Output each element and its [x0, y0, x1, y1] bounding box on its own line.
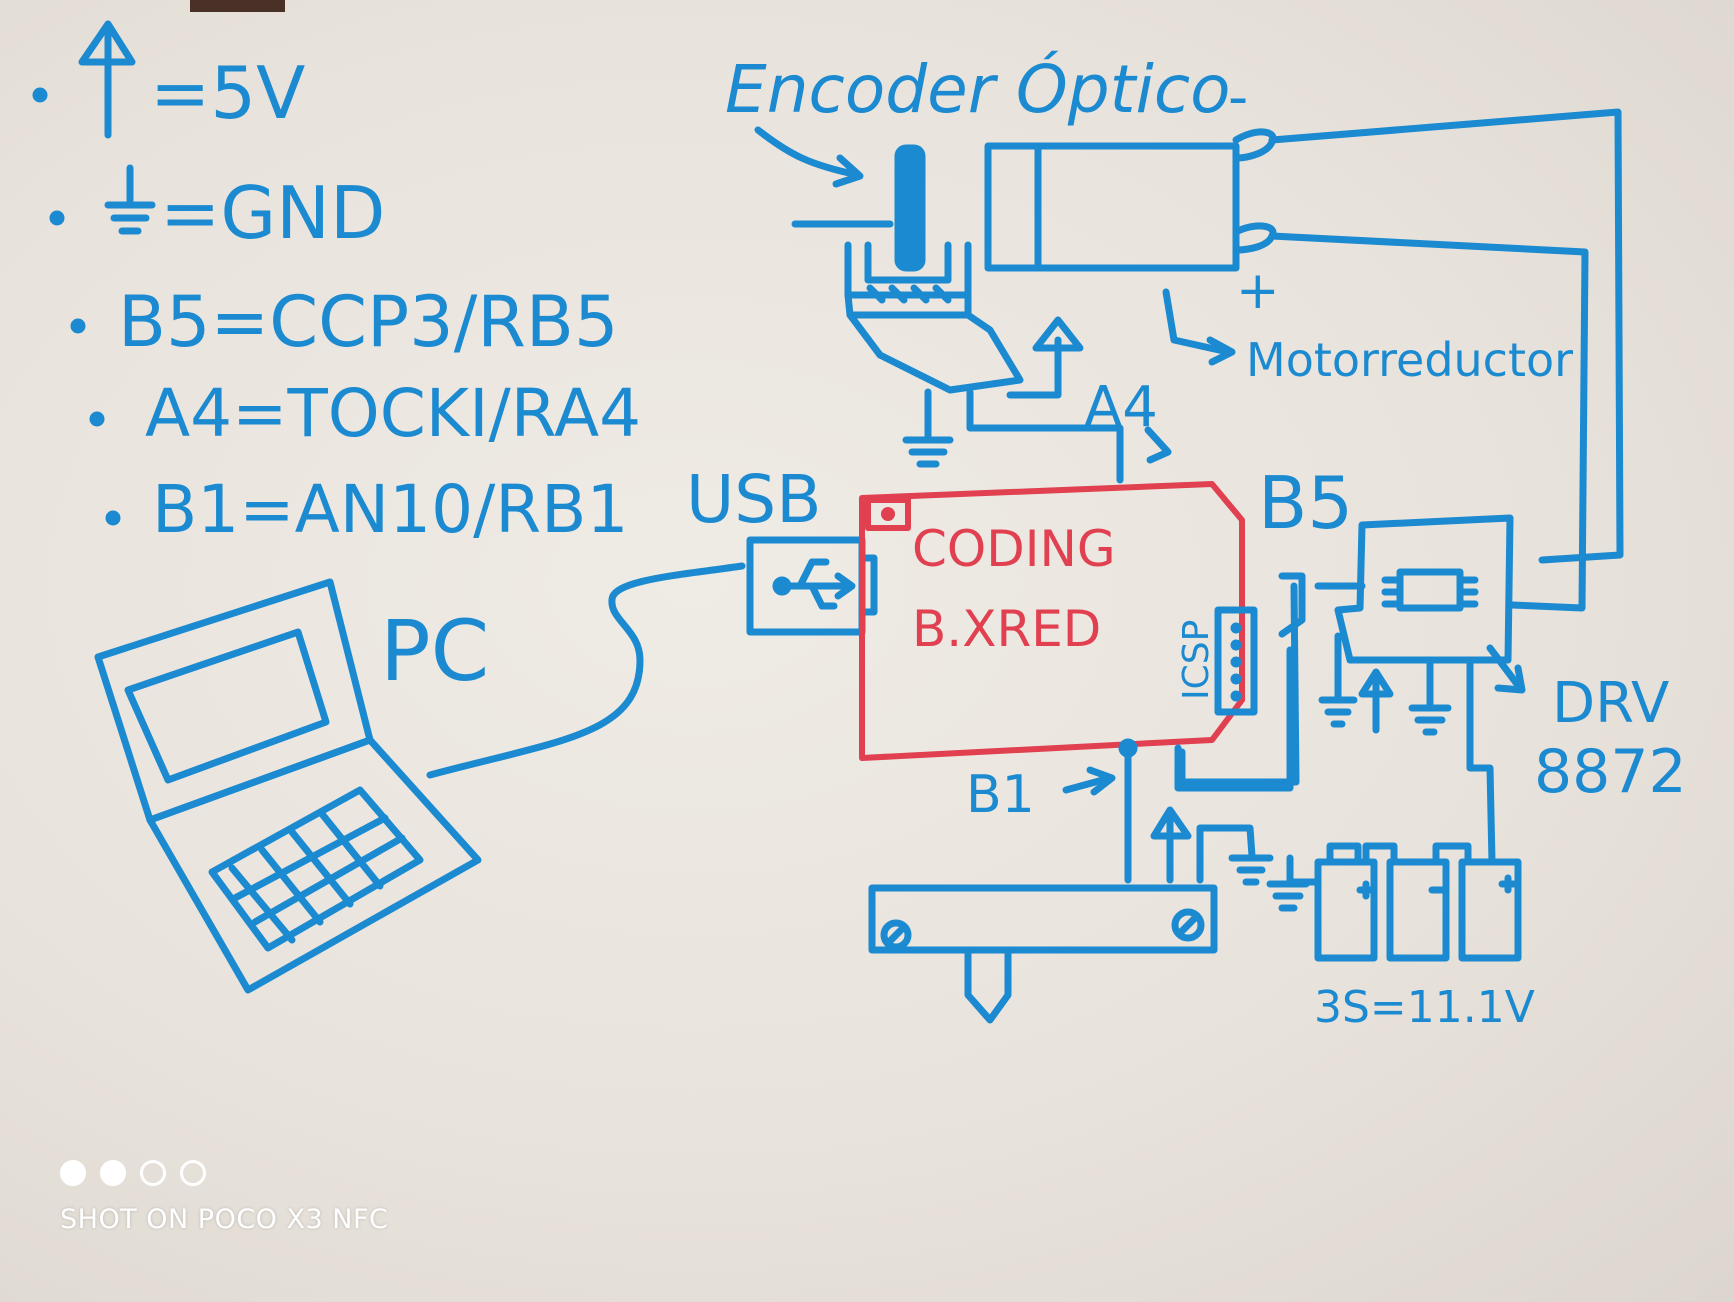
encoder-label: Encoder Óptico	[725, 51, 1231, 128]
legend-bullet	[89, 411, 105, 427]
watermark-text: SHOT ON POCO X3 NFC	[60, 1204, 389, 1235]
b1-pointer	[1062, 774, 1114, 794]
board-label-line1: CODING	[912, 520, 1116, 578]
watermark-dots	[60, 1160, 388, 1186]
laptop-icon	[94, 578, 482, 994]
motor-minus-label: -	[1228, 65, 1248, 130]
camera-watermark: SHOT ON POCO X3 NFC	[60, 1160, 388, 1235]
board-frame	[190, 0, 285, 12]
legend-bullet	[32, 87, 48, 103]
drv-signal-wire	[1174, 646, 1294, 792]
b1-label: B1	[966, 765, 1035, 825]
a4-label: A4	[1084, 375, 1158, 440]
watermark-dot	[180, 1160, 206, 1186]
pot-ground-icon	[1196, 824, 1274, 886]
motor-body	[984, 142, 1240, 272]
drv-label-line1: DRV	[1552, 671, 1669, 736]
board-label-line2: B.XRED	[912, 600, 1101, 658]
encoder-sensor	[844, 241, 1024, 394]
legend-bullet	[49, 210, 65, 226]
a4-wire	[966, 388, 1124, 484]
watermark-dot	[140, 1160, 166, 1186]
watermark-dot	[100, 1160, 126, 1186]
legend-bullet	[105, 510, 121, 526]
motor-terminal-minus	[1232, 128, 1277, 162]
coding-board	[859, 481, 1245, 761]
icsp-header	[1214, 606, 1258, 716]
usb-cable	[426, 562, 746, 779]
ground-icon	[104, 164, 156, 235]
drv-ground-icon	[1318, 632, 1358, 728]
pc-label: PC	[380, 602, 489, 700]
drv8872-driver	[1334, 514, 1514, 664]
drv-pointer	[1486, 644, 1524, 692]
drv-vcc-arrow-icon	[1358, 668, 1394, 734]
usb-label: USB	[686, 461, 821, 538]
motorreductor-pointer	[1162, 288, 1232, 356]
potentiometer-knob	[964, 946, 1012, 1024]
drv-label-line2: 8872	[1534, 737, 1687, 807]
battery-3s	[1314, 842, 1522, 962]
battery-label: 3S=11.1V	[1314, 982, 1535, 1033]
encoder-disk	[894, 144, 926, 272]
legend-a4: A4=TOCKI/RA4	[145, 375, 641, 452]
b5-return-wire	[1178, 582, 1300, 786]
drv-ground-icon	[1408, 656, 1452, 736]
usb-icon	[772, 558, 856, 610]
legend-b5: B5=CCP3/RB5	[118, 281, 619, 363]
motorreductor-label: Motorreductor	[1246, 333, 1573, 387]
legend-vcc: =5V	[150, 51, 305, 135]
usb-connector	[746, 536, 878, 636]
motor-plus-wire	[1268, 232, 1589, 612]
sensor-ground-icon	[902, 388, 954, 468]
legend-bullet	[70, 318, 86, 334]
vcc-arrow-icon	[78, 20, 136, 139]
motor-plus-label: +	[1236, 261, 1280, 321]
board-power-led	[865, 497, 911, 531]
potentiometer	[868, 884, 1218, 1024]
watermark-dot	[60, 1160, 86, 1186]
encoder-pointer-arrow	[754, 126, 862, 179]
pot-vcc-arrow-icon	[1150, 806, 1192, 884]
b5-label: B5	[1258, 461, 1353, 545]
legend-b1: B1=AN10/RB1	[152, 471, 628, 548]
battery-ground-icon	[1266, 854, 1322, 912]
sensor-vcc-arrow-icon	[1006, 316, 1084, 399]
legend-gnd: =GND	[160, 171, 385, 255]
battery-power-wire	[1466, 656, 1496, 866]
motor-terminal-plus	[1232, 222, 1277, 254]
icsp-label: ICSP	[1176, 620, 1217, 700]
